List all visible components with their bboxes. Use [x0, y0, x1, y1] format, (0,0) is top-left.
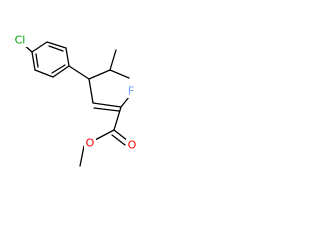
- bond-ring-1: [46, 41, 67, 49]
- bond-ring-6: [31, 41, 48, 53]
- bond-c-o-carbonyl: [113, 129, 129, 142]
- bond-isopropyl-methyl-2: [109, 69, 130, 79]
- bond-ring-4: [34, 69, 54, 78]
- bond-ring-double-1: [48, 45, 64, 52]
- bond-c-f: [120, 96, 130, 108]
- chemical-structure-diagram: Cl F O O: [13, 34, 138, 167]
- bond-ring-3: [52, 65, 70, 78]
- bond-ch-to-vinyl: [88, 78, 94, 104]
- atom-f: F: [126, 85, 137, 98]
- atom-label-f: F: [128, 85, 134, 98]
- bond-c-o-carbonyl-double: [111, 134, 126, 146]
- chlorophenyl-ring: [31, 41, 70, 78]
- atom-label-o-carbonyl: O: [128, 139, 137, 152]
- atom-label-o-ester: O: [86, 137, 95, 150]
- bond-c-o-ester: [94, 129, 115, 141]
- atom-o-ester: O: [84, 137, 96, 150]
- bond-alkene-double: [93, 107, 120, 112]
- bond-o-methyl: [79, 145, 85, 167]
- atom-cl: Cl: [13, 34, 30, 47]
- bond-ring-to-ch: [68, 65, 90, 80]
- bond-ring-2: [65, 47, 70, 67]
- bond-ring-5: [31, 51, 36, 71]
- bond-isopropyl-methyl-1: [109, 49, 117, 71]
- atom-label-cl: Cl: [15, 34, 26, 47]
- bond-to-ester-carbon: [113, 106, 122, 131]
- bond-alkene: [92, 102, 122, 108]
- bond-ch-to-isopropyl: [88, 69, 111, 80]
- bond-ring-double-3: [35, 53, 39, 68]
- bond-ring-double-2: [51, 64, 66, 74]
- atom-o-carbonyl: O: [126, 139, 138, 152]
